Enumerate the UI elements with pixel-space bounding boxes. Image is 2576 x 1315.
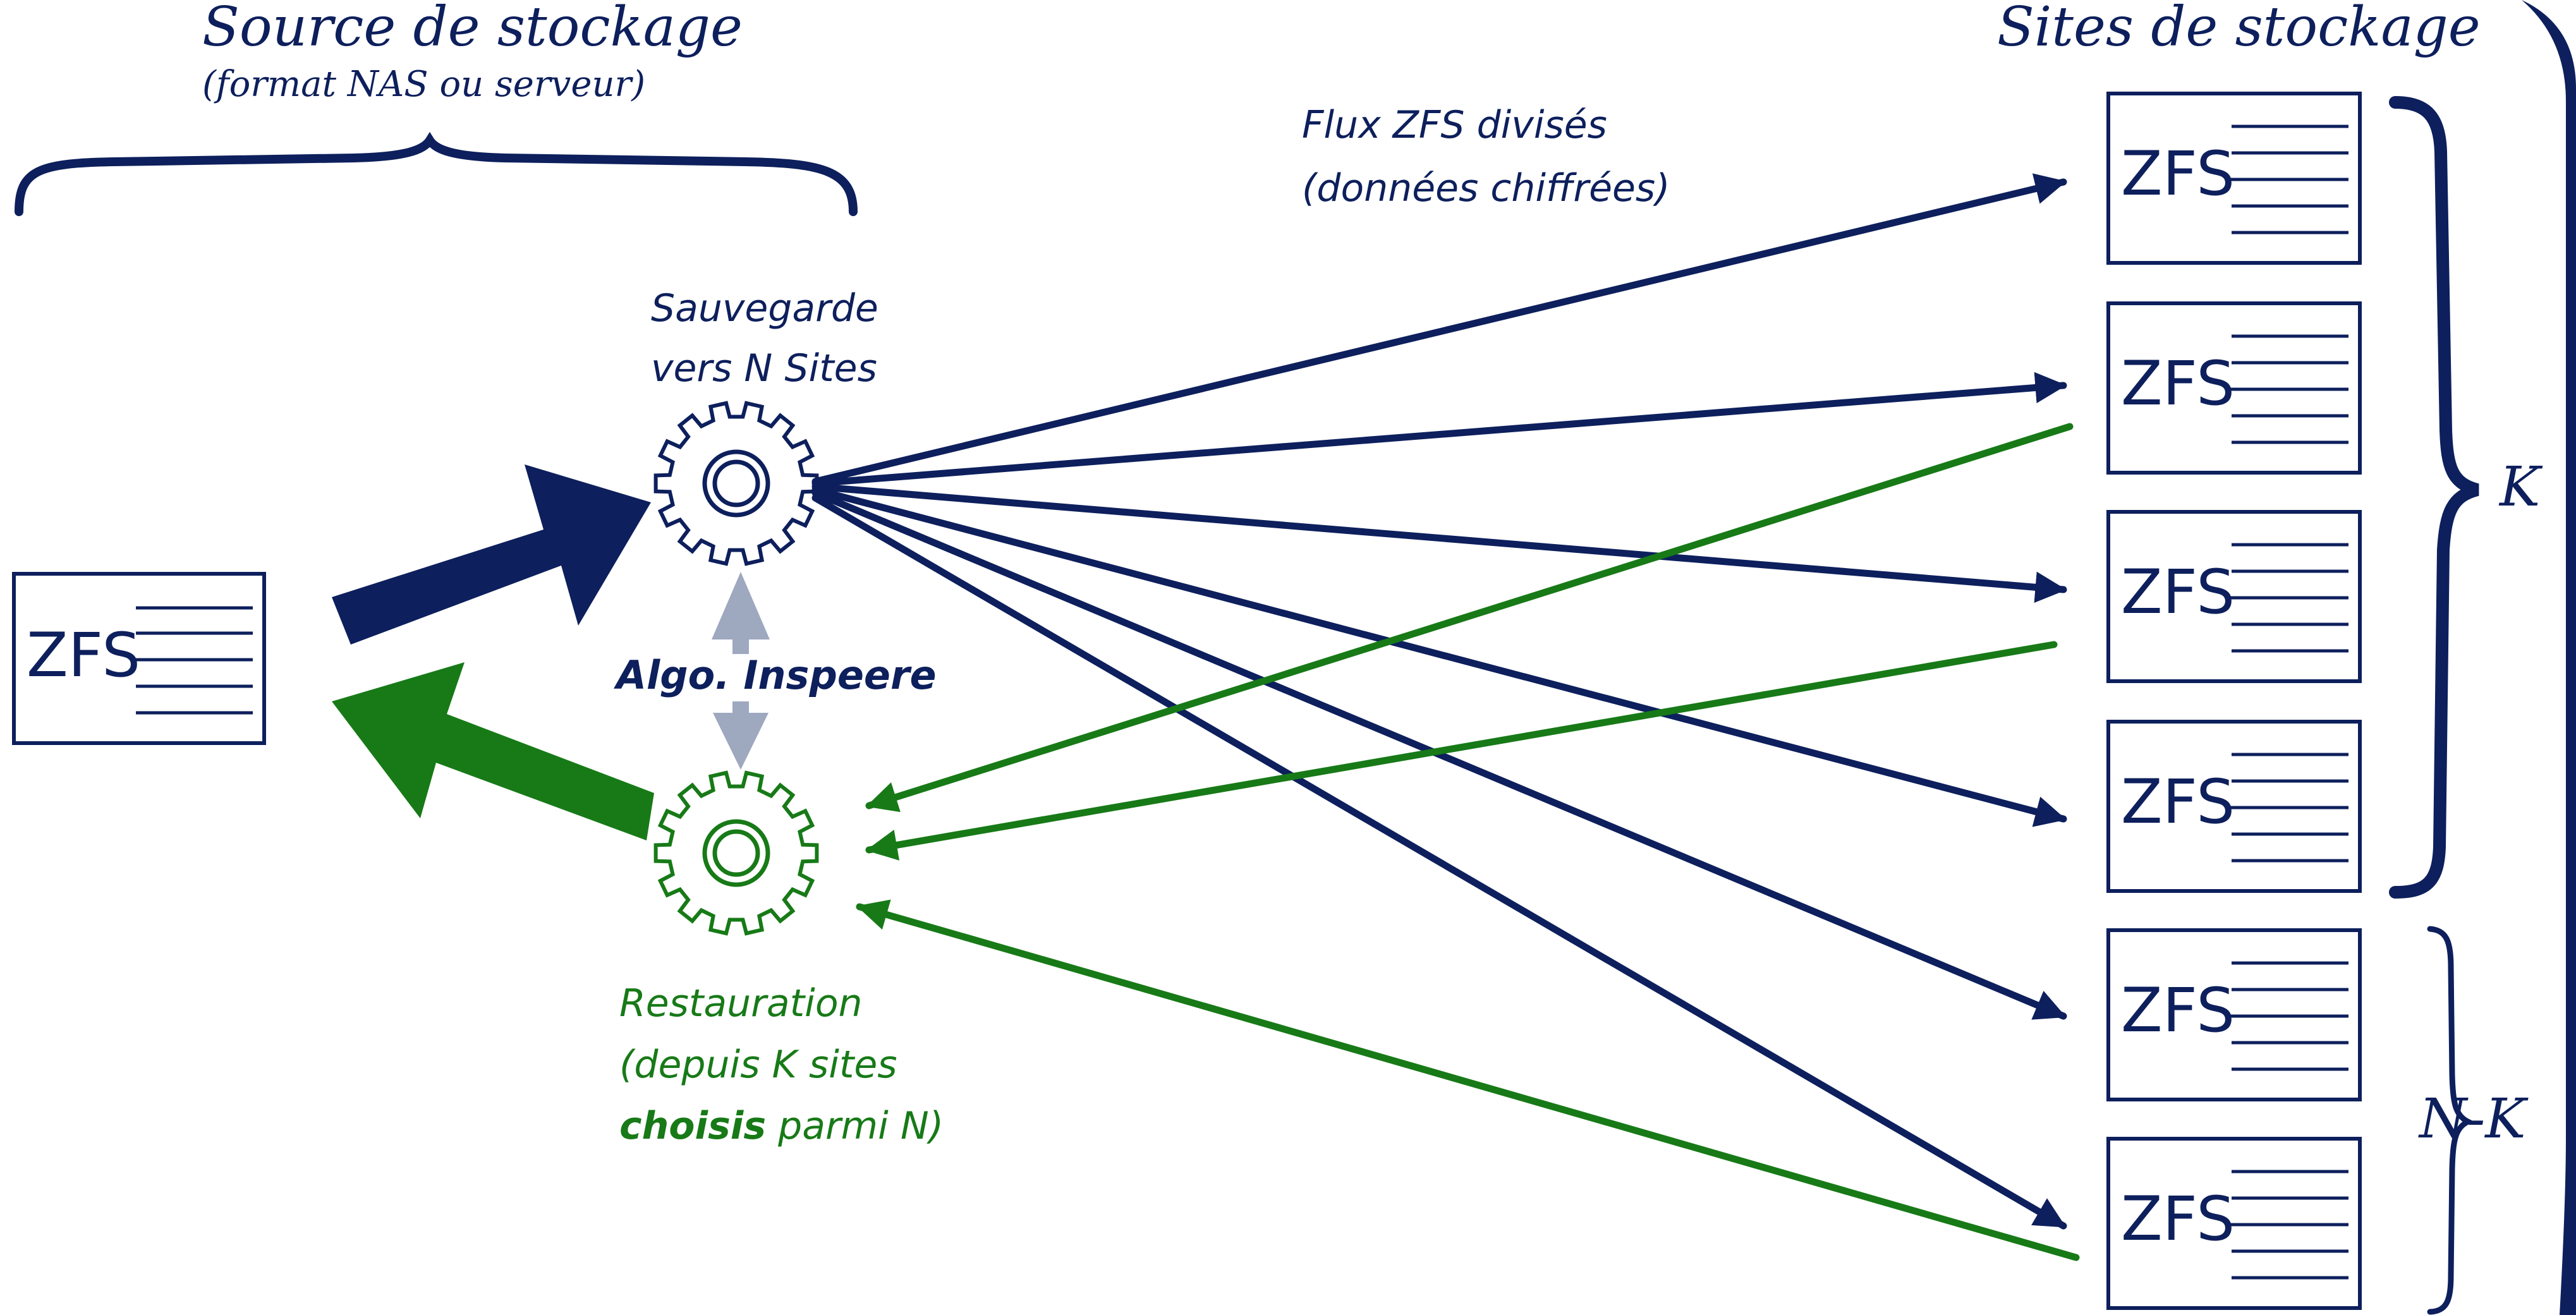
site-zfs-label: ZFS — [2121, 767, 2235, 837]
nk-brace — [2427, 926, 2475, 1315]
nk-label: N-K — [2418, 1088, 2529, 1151]
source-zfs-label: ZFS — [27, 620, 140, 691]
site-zfs-box-2: ZFS — [2106, 301, 2362, 475]
site-zfs-box-5: ZFS — [2106, 928, 2362, 1101]
backup-big-arrow — [332, 464, 651, 645]
algo-connector — [712, 572, 770, 770]
restore-label-line3: choisis parmi N) — [619, 1104, 944, 1148]
gear-icon — [653, 770, 819, 936]
backup-label-line1: Sauvegarde — [651, 286, 878, 330]
flow-label-line2: (données chiffrées) — [1302, 166, 1670, 210]
restore-label-line1: Restauration — [619, 981, 863, 1026]
restore-arrow-site6 — [856, 899, 2080, 1261]
site-zfs-label: ZFS — [2121, 557, 2235, 627]
flow-label-line1: Flux ZFS divisés — [1302, 103, 1607, 147]
site-zfs-label: ZFS — [2121, 348, 2235, 419]
source-zfs-box: ZFS — [12, 572, 266, 745]
site-zfs-label: ZFS — [2121, 138, 2235, 209]
source-subtitle: (format NAS ou serveur) — [202, 64, 645, 105]
algo-label: Algo. Inspeere — [613, 652, 937, 698]
site-zfs-label: ZFS — [2121, 975, 2235, 1046]
edge-band — [2522, 0, 2576, 1315]
backup-gear — [653, 401, 819, 566]
site-zfs-box-4: ZFS — [2106, 720, 2362, 893]
restore-arrows — [856, 423, 2080, 1261]
site-zfs-label: ZFS — [2121, 1184, 2235, 1254]
backup-label-line2: vers N Sites — [651, 346, 877, 391]
backup-arrow-site3 — [811, 483, 2067, 603]
source-title: Source de stockage — [202, 0, 743, 59]
site-zfs-box-1: ZFS — [2106, 92, 2362, 265]
source-brace — [15, 131, 858, 216]
gear-icon — [653, 401, 819, 566]
restore-gear — [653, 770, 819, 936]
backup-arrow-site4 — [811, 486, 2067, 827]
site-zfs-box-3: ZFS — [2106, 510, 2362, 683]
site-zfs-box-6: ZFS — [2106, 1137, 2362, 1310]
restore-arrow-site3 — [865, 641, 2058, 861]
restore-label-line2: (depuis K sites — [619, 1043, 897, 1087]
restore-arrow-site2 — [865, 423, 2074, 813]
restore-label-rest: parmi N) — [766, 1104, 944, 1148]
k-brace — [2389, 96, 2479, 899]
restore-big-arrow — [332, 662, 654, 840]
restore-label-bold: choisis — [619, 1104, 766, 1148]
k-label: K — [2498, 456, 2543, 519]
backup-arrows — [811, 173, 2067, 1230]
backup-arrow-site1 — [811, 173, 2067, 485]
sites-title: Sites de stockage — [1997, 0, 2481, 59]
backup-arrow-site6 — [811, 494, 2067, 1230]
backup-arrow-site2 — [811, 372, 2067, 487]
